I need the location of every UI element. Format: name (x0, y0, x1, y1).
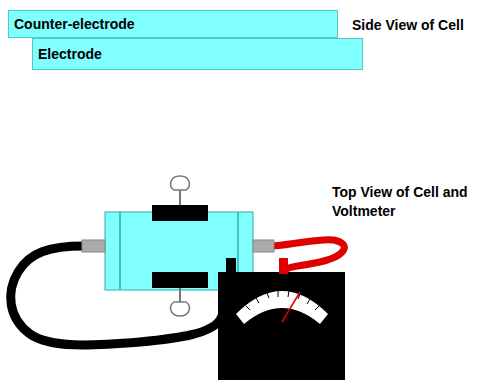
meter-post-red (279, 258, 288, 274)
voltmeter-body (218, 272, 345, 380)
view-caption: Side View of Cell (352, 16, 474, 35)
terminal (82, 240, 105, 252)
screw-stem (179, 288, 181, 302)
electrode-edge (119, 212, 121, 290)
clamp (152, 272, 208, 288)
meter-dial (236, 291, 328, 324)
electrode-label: Electrode (38, 46, 102, 62)
meter-ticks (246, 291, 319, 310)
electrode-bar: Electrode (32, 38, 363, 70)
screw-knob (171, 302, 190, 316)
terminal (253, 240, 274, 252)
meter-needle (282, 292, 300, 322)
screw-knob (171, 176, 190, 190)
view-caption: Top View of Cell and Voltmeter (332, 183, 474, 221)
electrode-label: Counter-electrode (14, 16, 135, 32)
clamp (152, 205, 208, 221)
electrode-bar: Counter-electrode (8, 10, 338, 38)
meter-post-black (226, 258, 236, 274)
screw-stem (179, 190, 181, 205)
